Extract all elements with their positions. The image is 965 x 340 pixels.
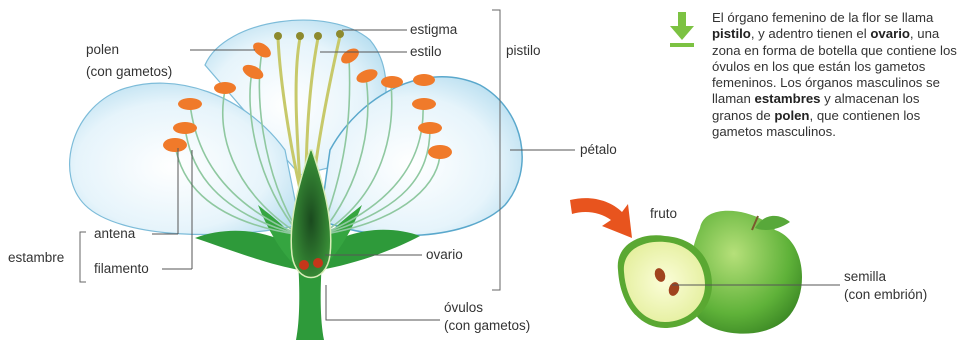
info-bold-pistilo: pistilo (712, 26, 751, 41)
label-antena: antena (94, 226, 136, 241)
ovule (299, 260, 309, 270)
label-estigma: estigma (410, 22, 458, 37)
label-polen: polen (86, 42, 119, 57)
curved-arrow-icon (570, 198, 632, 238)
apple-leaf (755, 216, 790, 230)
info-text-2: , y adentro tienen el (751, 26, 871, 41)
label-ovulos: óvulos (444, 300, 483, 315)
info-paragraph: El órgano femenino de la flor se llama p… (712, 10, 962, 140)
label-polen-sub: (con gametos) (86, 64, 172, 79)
info-text-1: El órgano femenino de la flor se llama (712, 10, 933, 25)
info-bold-polen: polen (774, 108, 809, 123)
label-ovulos-sub: (con gametos) (444, 318, 530, 333)
label-ovario: ovario (426, 247, 463, 262)
label-semilla: semilla (844, 269, 887, 284)
apple-fruit (618, 211, 802, 334)
label-estilo: estilo (410, 44, 442, 59)
label-filamento: filamento (94, 261, 149, 276)
info-bold-estambres: estambres (755, 91, 821, 106)
ovule (313, 258, 323, 268)
label-estambre: estambre (8, 250, 64, 265)
estambre-bracket (80, 232, 86, 282)
label-semilla-sub: (con embrión) (844, 287, 927, 302)
label-fruto: fruto (650, 206, 677, 221)
label-petalo: pétalo (580, 142, 617, 157)
down-arrow-icon (668, 12, 696, 48)
info-bold-ovario: ovario (870, 26, 910, 41)
label-pistilo: pistilo (506, 43, 541, 58)
